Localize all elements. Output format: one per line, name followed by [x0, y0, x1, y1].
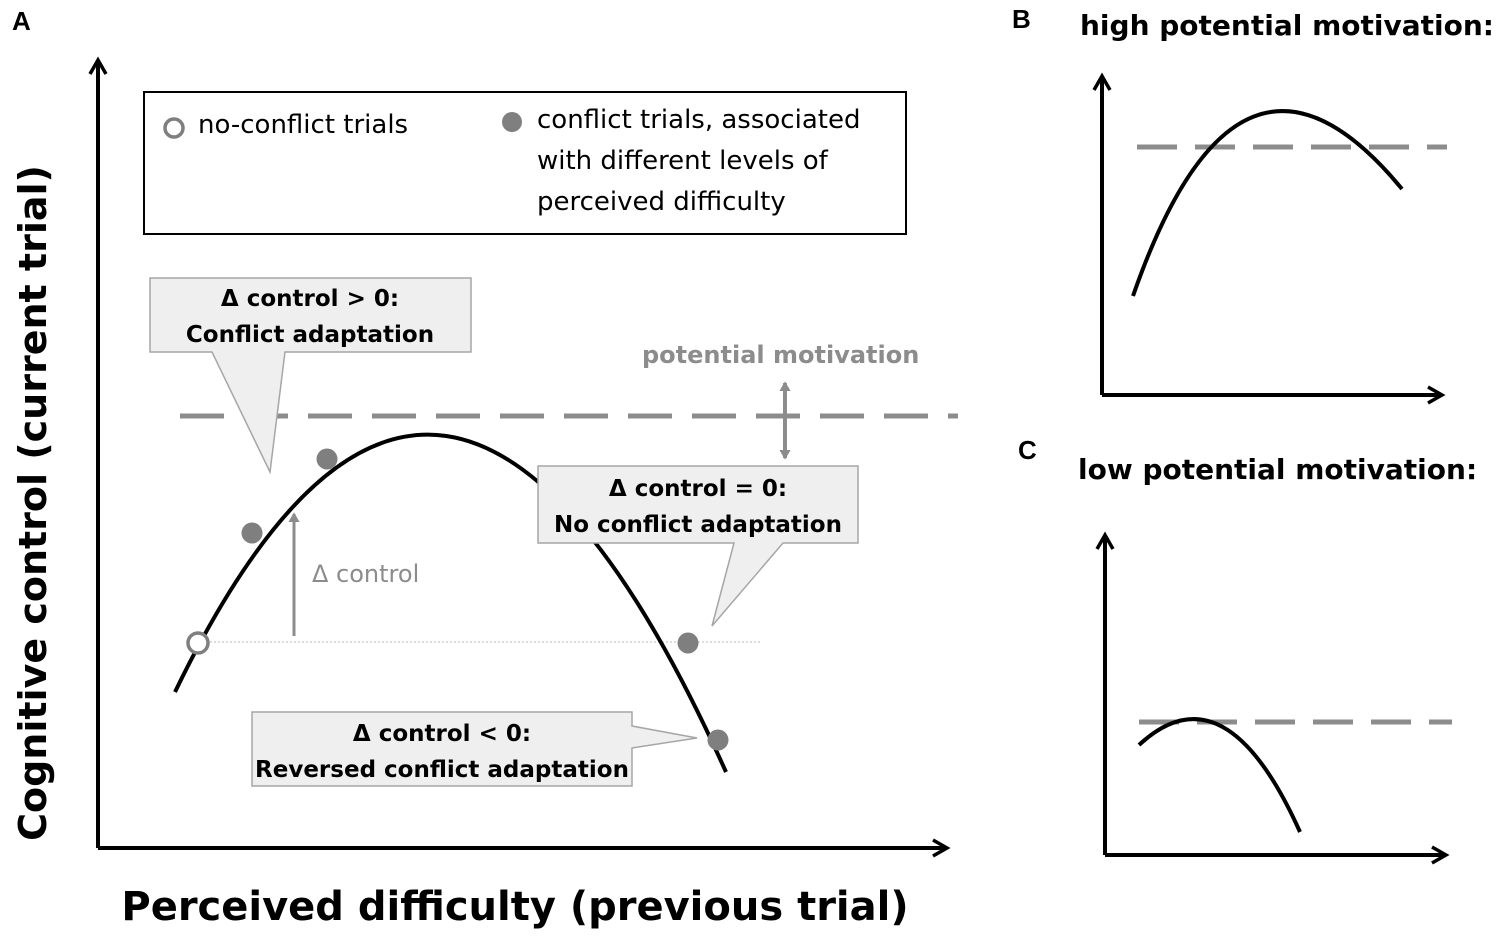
legend-conflict-line-3: perceived difficulty: [537, 187, 786, 217]
panel-a-axes: [88, 56, 951, 858]
callout-negative-line-1: Δ control < 0:: [353, 721, 531, 747]
delta-control-label: Δ control: [312, 560, 419, 588]
potential-motivation-label: potential motivation: [642, 341, 919, 369]
callout-zero: Δ control = 0: No conflict adaptation: [537, 465, 859, 627]
panel-b-curve: [1131, 109, 1404, 297]
conflict-marker-icon: [502, 112, 522, 132]
callout-negative-box: [251, 711, 698, 787]
panel-c-title: low potential motivation:: [1078, 453, 1477, 486]
callout-zero-box: [537, 465, 859, 627]
callout-negative: Δ control < 0: Reversed conflict adaptat…: [251, 711, 698, 787]
y-axis-title: Cognitive control (current trial): [11, 165, 55, 841]
callout-positive-line-2: Conflict adaptation: [186, 322, 434, 348]
panel-b-title: high potential motivation:: [1080, 9, 1494, 42]
callout-positive: Δ control > 0: Conflict adaptation: [149, 277, 472, 475]
panel-c-curve: [1137, 717, 1302, 833]
panel-c-axes: [1095, 531, 1450, 865]
panel-c-letter: C: [1018, 435, 1037, 465]
conflict-trial-dot: [316, 448, 338, 470]
callout-zero-line-1: Δ control = 0:: [609, 476, 787, 502]
legend-conflict-line-2: with different levels of: [537, 146, 829, 176]
legend: no-conflict trials conflict trials, asso…: [143, 91, 907, 235]
callout-zero-line-2: No conflict adaptation: [554, 512, 842, 538]
no-conflict-marker-icon: [163, 117, 185, 139]
callout-positive-line-1: Δ control > 0:: [221, 286, 399, 312]
legend-no-conflict-label: no-conflict trials: [198, 110, 408, 140]
conflict-trial-dot: [677, 632, 699, 654]
panel-a-letter: A: [12, 6, 31, 36]
callout-positive-box: [149, 277, 472, 475]
panel-b-letter: B: [1012, 4, 1031, 34]
conflict-trial-dot: [241, 522, 263, 544]
callout-negative-line-2: Reversed conflict adaptation: [255, 757, 629, 783]
conflict-trial-dot: [707, 729, 729, 751]
legend-conflict-line-1: conflict trials, associated: [537, 105, 860, 135]
control-curve: [173, 432, 728, 773]
x-axis-title: Perceived difficulty (previous trial): [121, 884, 908, 930]
panel-b-axes: [1092, 72, 1446, 405]
no-conflict-trial-dot: [186, 631, 210, 655]
legend-box: [143, 91, 907, 235]
